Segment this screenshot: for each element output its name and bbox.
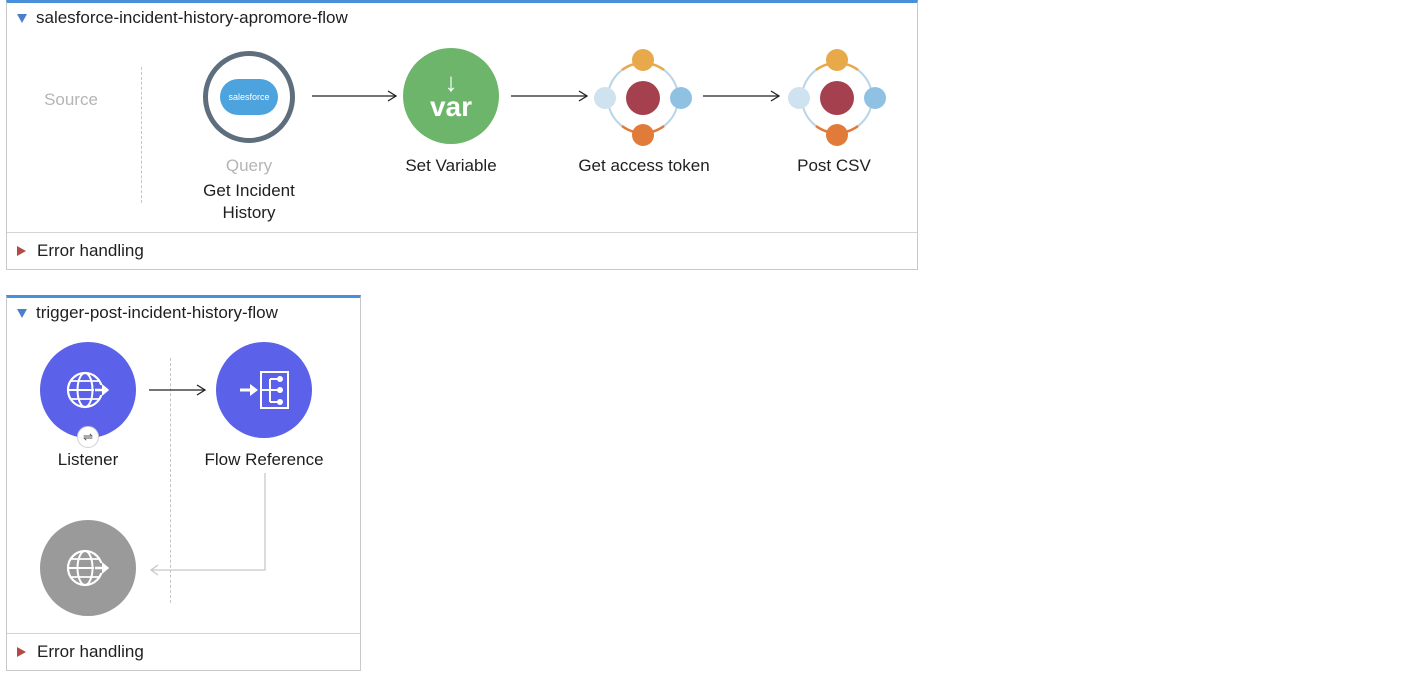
source-divider bbox=[141, 67, 142, 203]
custom-connector-icon[interactable] bbox=[594, 47, 694, 149]
set-variable-label: Set Variable bbox=[405, 156, 497, 175]
flow-title-collapse-toggle[interactable]: salesforce-incident-history-apromore-flo… bbox=[17, 8, 348, 28]
connector-arrow bbox=[312, 90, 398, 102]
salesforce-cloud-logo: salesforce bbox=[220, 79, 278, 115]
http-response-icon bbox=[40, 520, 136, 616]
source-badge-icon: ⇌ bbox=[77, 426, 99, 448]
flow-container-salesforce-incident-history: salesforce-incident-history-apromore-flo… bbox=[6, 0, 918, 270]
salesforce-icon: salesforce bbox=[203, 51, 295, 143]
response-return-line bbox=[149, 473, 266, 576]
source-divider bbox=[170, 358, 171, 603]
down-arrow-icon: ↓ bbox=[444, 67, 458, 97]
error-handling-label: Error handling bbox=[37, 642, 144, 661]
collapsed-triangle-icon bbox=[17, 647, 26, 657]
globe-arrow-icon bbox=[66, 549, 110, 587]
salesforce-query-node[interactable]: salesforce bbox=[203, 51, 295, 143]
listener-label: Listener bbox=[57, 450, 119, 469]
query-type-label: Query bbox=[225, 156, 273, 175]
flow-title-collapse-toggle[interactable]: trigger-post-incident-history-flow bbox=[17, 303, 278, 323]
query-name-line2: History bbox=[222, 203, 276, 222]
expand-triangle-icon bbox=[17, 308, 27, 318]
set-variable-node[interactable]: ↓ var bbox=[403, 48, 499, 144]
query-name-line1: Get Incident bbox=[203, 181, 295, 200]
error-handling-label: Error handling bbox=[37, 241, 144, 260]
flow-container-trigger-post-incident-history: trigger-post-incident-history-flow ⇌ Lis… bbox=[6, 295, 361, 671]
flow-reference-icon bbox=[216, 342, 312, 438]
get-access-token-label: Get access token bbox=[578, 156, 710, 175]
globe-arrow-icon bbox=[66, 371, 110, 409]
custom-connector-icon[interactable] bbox=[788, 47, 888, 149]
http-listener-node[interactable]: ⇌ bbox=[40, 342, 136, 448]
connector-arrow bbox=[149, 384, 207, 396]
source-placeholder[interactable]: Source bbox=[44, 90, 98, 109]
expand-triangle-icon bbox=[17, 13, 27, 23]
error-handling-toggle[interactable]: Error handling bbox=[7, 232, 917, 269]
flow-reference-node[interactable] bbox=[216, 342, 312, 438]
flow-title: trigger-post-incident-history-flow bbox=[36, 303, 278, 322]
flow-reference-label: Flow Reference bbox=[204, 450, 324, 469]
connector-arrow bbox=[703, 90, 781, 102]
collapsed-triangle-icon bbox=[17, 246, 26, 256]
connector-arrow bbox=[511, 90, 589, 102]
http-listener-icon bbox=[40, 342, 136, 438]
post-csv-label: Post CSV bbox=[797, 156, 871, 175]
flow-title: salesforce-incident-history-apromore-flo… bbox=[36, 8, 348, 27]
flow-ref-icon bbox=[240, 371, 289, 409]
var-icon-text: var bbox=[429, 91, 473, 122]
variable-icon: ↓ var bbox=[403, 48, 499, 144]
error-handling-toggle[interactable]: Error handling bbox=[7, 633, 360, 670]
http-response-node[interactable] bbox=[40, 520, 136, 616]
